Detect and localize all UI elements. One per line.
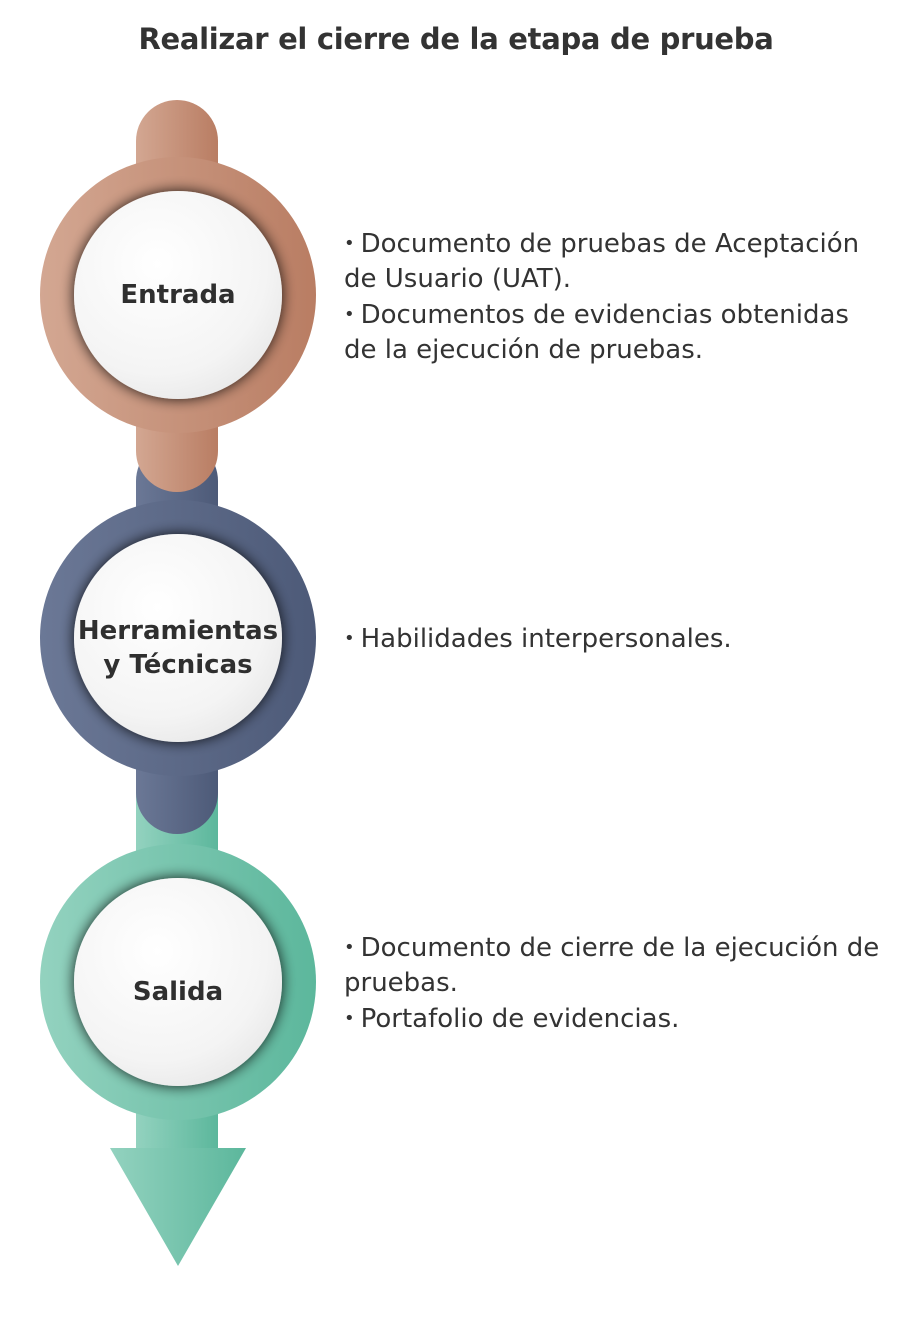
salida-arrow-head	[110, 1148, 246, 1266]
salida-label: Salida	[73, 975, 283, 1009]
page-title: Realizar el cierre de la etapa de prueba	[138, 22, 774, 56]
herramientas-label-line-2: y Técnicas	[103, 650, 253, 680]
herramientas-inner-circle	[74, 534, 282, 742]
herramientas-description: Habilidades interpersonales.	[344, 621, 884, 657]
herramientas-bullet-1: Habilidades interpersonales.	[344, 621, 884, 657]
salida-inner-circle	[74, 878, 282, 1086]
salida-description: Documento de cierre de la ejecución de p…	[344, 930, 884, 1037]
herramientas-label-line-1: Herramientas	[77, 616, 279, 646]
entrada-inner-circle	[74, 191, 282, 399]
herramientas-label: Herramientas y Técnicas	[73, 614, 283, 682]
salida-bullet-1: Documento de cierre de la ejecución de p…	[344, 930, 884, 1001]
entrada-label-line: Entrada	[120, 280, 236, 310]
entrada-description: Documento de pruebas de Aceptación de Us…	[344, 226, 884, 368]
entrada-bullet-1: Documento de pruebas de Aceptación de Us…	[344, 226, 884, 297]
salida-label-line: Salida	[132, 977, 224, 1007]
entrada-label: Entrada	[73, 278, 283, 312]
entrada-bullet-2: Documentos de evidencias obtenidas de la…	[344, 297, 884, 368]
salida-bullet-2: Portafolio de evidencias.	[344, 1001, 884, 1037]
